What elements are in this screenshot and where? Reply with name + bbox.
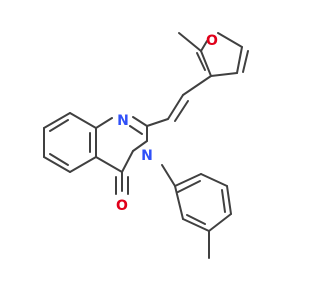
bond: [146, 118, 169, 127]
bond: [132, 116, 148, 127]
bond: [186, 214, 206, 225]
bond: [43, 112, 71, 129]
bond: [178, 32, 202, 52]
bond: [69, 156, 97, 173]
bond: [200, 50, 212, 77]
bond: [236, 46, 243, 74]
bond: [210, 72, 238, 77]
bond: [95, 117, 113, 129]
nitrogen-atom-label: N: [141, 148, 153, 164]
bonds: [43, 32, 249, 259]
oxygen-atom-label: O: [116, 198, 128, 214]
bond: [49, 153, 69, 166]
bond: [200, 173, 228, 187]
bond: [161, 164, 176, 187]
bond: [196, 52, 206, 71]
bond: [95, 156, 123, 173]
bond: [174, 100, 189, 122]
bond: [43, 156, 71, 173]
bond: [69, 112, 97, 129]
bond: [167, 94, 184, 120]
bond: [221, 189, 226, 213]
bond: [208, 213, 232, 232]
bond: [129, 125, 143, 135]
bond: [200, 40, 208, 52]
bond: [217, 32, 243, 48]
bond: [121, 150, 134, 173]
bond: [49, 119, 69, 132]
atom-labels: O N N O: [116, 33, 218, 214]
bond: [182, 75, 212, 96]
bond: [182, 218, 210, 232]
bond: [174, 173, 202, 187]
bond: [132, 140, 148, 152]
molecule-structure: O N N O: [0, 0, 300, 300]
bond: [242, 50, 249, 73]
oxygen-atom-label: O: [206, 33, 218, 49]
bond: [177, 180, 201, 193]
background: [0, 0, 300, 300]
bond: [226, 185, 232, 215]
bond: [174, 185, 184, 220]
nitrogen-atom-label: N: [117, 113, 129, 129]
